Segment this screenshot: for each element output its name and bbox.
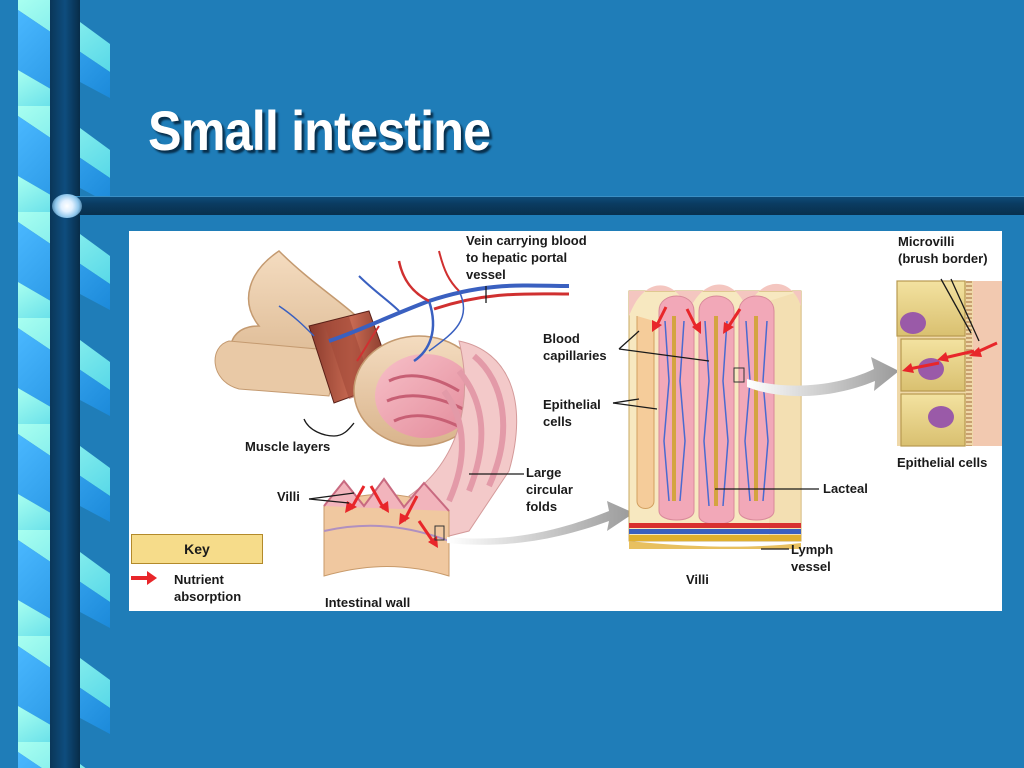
leader-lines-left [303,286,524,504]
label-villi-left: Villi [277,489,300,504]
title-divider [60,196,1024,215]
key-box: Key [131,534,263,564]
intestine-figure: Vein carrying blood to hepatic portal ve… [129,231,1002,611]
zoom-arrow-cells [747,357,899,397]
epithelial-cells-panel [896,278,1002,447]
villi-block [628,283,802,549]
key-arrow-head [147,571,157,585]
label-vein: Vein carrying blood to hepatic portal ve… [466,233,587,282]
label-villi-middle: Villi [686,572,709,587]
key-nutrient-absorption: Nutrient absorption [174,572,242,604]
slide-title: Small intestine [148,99,491,162]
label-intestinal-wall: Intestinal wall [325,595,411,610]
label-muscle-layers: Muscle layers [245,439,331,454]
zoom-arrow-villi [447,501,634,545]
intestine-coil [214,250,570,577]
divider-orb [52,194,82,218]
label-lymph-vessel: Lymph vessel [791,542,834,574]
label-epithelial-cells-middle: Epithelial cells [543,397,601,429]
intestine-illustration [131,250,1002,585]
decorative-ribbon [0,0,115,768]
label-lacteal: Lacteal [823,481,868,496]
label-microvilli: Microvilli (brush border) [898,234,988,266]
label-blood-capillaries: Blood capillaries [543,331,607,363]
leader-lines-middle [612,330,819,550]
label-large-circular-folds: Large circular folds [526,465,573,514]
label-epithelial-cells-right: Epithelial cells [897,455,988,470]
